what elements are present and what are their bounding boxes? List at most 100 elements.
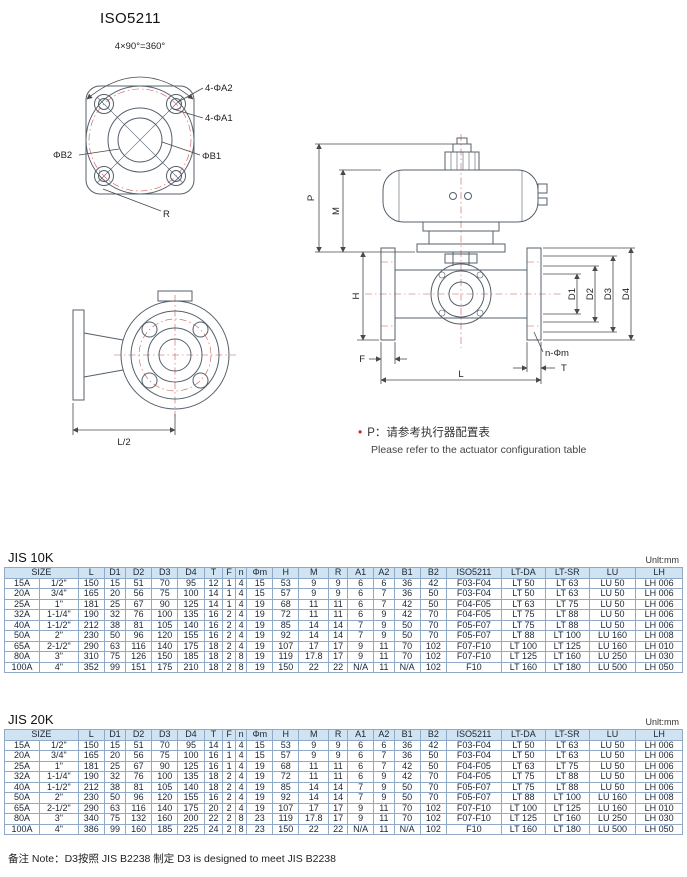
table-cell: 36 [393, 588, 421, 600]
table-cell: 2 [222, 609, 236, 621]
table-cell: 155 [177, 630, 205, 642]
table-cell: 9 [298, 750, 330, 762]
table-cell: LH 030 [635, 813, 683, 825]
table-cell: 42 [419, 739, 447, 751]
flange-bolt-holes [94, 94, 186, 186]
table-cell: 11 [373, 640, 395, 652]
table-cell: 140 [151, 802, 179, 814]
table-cell: 9 [373, 630, 395, 642]
table-cell: 100A [4, 823, 40, 835]
table-cell: 15 [246, 750, 274, 762]
table-cell: 2-1/2" [38, 640, 79, 652]
table-cell: 6 [347, 577, 375, 589]
table-cell: N/A [347, 661, 375, 673]
table-cell: 19 [246, 771, 274, 783]
table-cell: 11 [373, 661, 395, 673]
table-cell: 1/2" [38, 739, 79, 751]
table-cell: 81 [124, 619, 153, 631]
table-cell: F04-F05 [445, 609, 502, 621]
column-header: H [272, 729, 300, 741]
table-cell: LT 100 [544, 630, 590, 642]
flange-angle-dimension: 4×90°=360° [86, 41, 194, 100]
column-header: D2 [124, 729, 153, 741]
table-cell: 181 [77, 760, 105, 772]
table-cell: 22 [298, 661, 330, 673]
table-cell: LT 125 [500, 813, 546, 825]
dim-d3-label: D3 [603, 288, 614, 300]
table-cell: 32 [103, 771, 126, 783]
table-cell: 185 [177, 651, 205, 663]
table-cell: 11 [373, 823, 395, 835]
table-cell: 9 [328, 750, 349, 762]
table-cell: 50 [103, 792, 126, 804]
table-cell: 11 [298, 598, 330, 610]
table-cell: LT 63 [544, 750, 590, 762]
table-cell: 9 [373, 792, 395, 804]
table-cell: 18 [203, 781, 224, 793]
table-cell: 2 [222, 823, 236, 835]
table-cell: 42 [393, 598, 421, 610]
column-header: D4 [177, 729, 205, 741]
column-header: A1 [347, 567, 375, 579]
table-cell: 119 [272, 651, 300, 663]
table-cell: LT 63 [500, 598, 546, 610]
table-cell: 9 [373, 781, 395, 793]
column-header: LH [635, 729, 683, 741]
table-cell: 70 [151, 739, 179, 751]
table-cell: 181 [77, 598, 105, 610]
flange-callouts: 4-ΦA2 4-ΦA1 ΦB2 ΦB1 R [53, 83, 233, 220]
iso5211-flange-diagram: 4×90°=360° 4-ΦA2 4-ΦA1 ΦB2 ΦB1 [53, 41, 233, 220]
table-cell: F10 [445, 823, 502, 835]
table-cell: 23 [246, 823, 274, 835]
table-cell: 14 [298, 792, 330, 804]
table-cell: 70 [419, 619, 447, 631]
table-cell: 20A [4, 588, 40, 600]
table-cell: 32A [4, 609, 40, 621]
column-header: D3 [151, 729, 179, 741]
table-cell: 102 [419, 640, 447, 652]
table-cell: 75 [151, 588, 179, 600]
table-cell: 14 [328, 630, 349, 642]
table-cell: LH 006 [635, 750, 683, 762]
column-header: LH [635, 567, 683, 579]
table-cell: 150 [151, 651, 179, 663]
dim-m-label: M [331, 207, 342, 215]
front-side-flange-outline [72, 309, 124, 401]
table-cell: 38 [103, 781, 126, 793]
table-cell: 75 [151, 750, 179, 762]
dimension-t: T [513, 342, 567, 384]
table-cell: 76 [124, 609, 153, 621]
column-header: Φm [246, 567, 274, 579]
table-cell: 11 [373, 813, 395, 825]
table-cell: 22 [203, 813, 224, 825]
flange-a1-label: 4-ΦA1 [205, 113, 233, 124]
table-cell: 150 [77, 739, 105, 751]
table-cell: 6 [347, 760, 375, 772]
table-cell: 36 [393, 750, 421, 762]
table-cell: LT 50 [500, 588, 546, 600]
column-header: D4 [177, 567, 205, 579]
table-cell: 12 [203, 577, 224, 589]
table-cell: 70 [419, 792, 447, 804]
front-flange-outline [120, 300, 230, 410]
table-cell: LU 500 [588, 823, 637, 835]
table-cell: 2 [222, 661, 236, 673]
dim-h-label: H [351, 292, 362, 299]
mounting-bracket-outline [416, 221, 506, 266]
table-cell: 15 [246, 588, 274, 600]
table-cell: N/A [393, 661, 421, 673]
table-cell: LT 63 [544, 588, 590, 600]
table-cell: 8 [234, 823, 248, 835]
table-cell: 175 [151, 661, 179, 673]
table-cell: F07-F10 [445, 640, 502, 652]
table-cell: 65A [4, 640, 40, 652]
table-cell: 9 [298, 577, 330, 589]
table-cell: 20 [103, 750, 126, 762]
table-cell: 6 [373, 739, 395, 751]
table-cell: 9 [328, 577, 349, 589]
dimension-nm: n-Φm [533, 331, 569, 359]
